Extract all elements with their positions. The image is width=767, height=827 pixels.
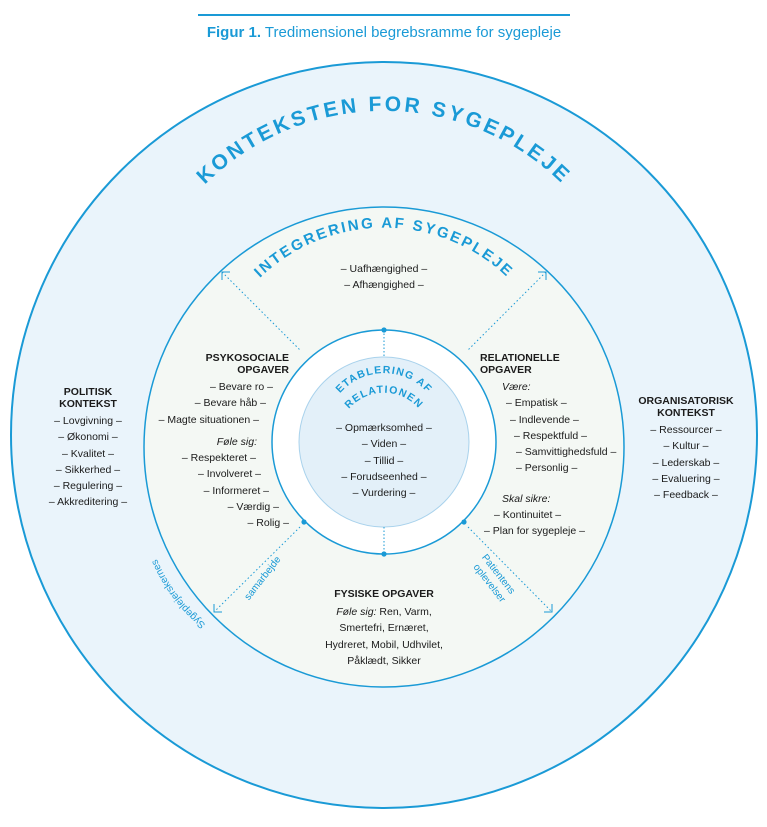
section-title: POLITISK <box>63 386 113 398</box>
list-item: – Involveret – <box>197 468 261 481</box>
list-item: – Ressourcer – <box>650 424 722 436</box>
list-item: – Rolig – <box>247 517 289 530</box>
list-item: – Plan for sygepleje – <box>484 525 585 538</box>
list-item: – Lovgivning – <box>54 415 122 427</box>
list-item: – Viden – <box>361 438 407 451</box>
list-item: – Lederskab – <box>652 456 720 469</box>
section-title: ORGANISATORISK <box>638 395 734 407</box>
list-item: – Empatisk – <box>506 397 567 410</box>
politisk-block: POLITISK KONTEKST – Lovgivning – – Økono… <box>28 386 148 511</box>
list-item: – Sikkerhed – <box>55 463 121 476</box>
list-item: – Personlig – <box>516 462 578 475</box>
list-item: – Akkreditering – <box>48 496 128 509</box>
list-item: – Bevare ro – <box>209 381 273 393</box>
section-title: KONTEKST <box>657 407 715 419</box>
list-item: – Feedback – <box>654 489 718 502</box>
arrowhead-top-left <box>221 271 230 280</box>
section-title: OPGAVER <box>237 364 289 376</box>
node-dot-left <box>301 519 307 525</box>
list-item: – Tillid – <box>364 454 404 467</box>
relationelle-block: RELATIONELLE OPGAVER Være: – Empatisk – … <box>480 352 650 540</box>
list-item: – Samvittighedsfuld – <box>516 446 617 459</box>
list-item: – Informeret – <box>203 484 269 497</box>
list-item: – Evaluering – <box>652 472 720 485</box>
subheading: Være: <box>502 381 531 393</box>
fysiske-line-2: Smertefri, Ernæret, <box>339 622 429 635</box>
core-items: – Opmærksomhed – – Viden – – Tillid – – … <box>314 420 454 501</box>
caption-title: Tredimensionel begrebsramme for sygeplej… <box>264 24 562 41</box>
arrowhead-bottom-right <box>544 604 553 613</box>
fysiske-line-1: Føle sig: Ren, Varm, <box>294 604 474 620</box>
node-dot-top <box>381 327 387 333</box>
list-item: – Indlevende – <box>510 413 579 426</box>
list-item: – Uafhængighed – <box>340 263 428 275</box>
fysiske-block: FYSISKE OPGAVER Føle sig: Ren, Varm, Sme… <box>294 588 474 669</box>
list-item: – Regulering – <box>53 480 123 493</box>
caption-label: Figur 1. <box>206 24 261 41</box>
section-title: KONTEKST <box>59 398 117 410</box>
list-item: – Værdig – <box>227 501 279 514</box>
arrowhead-top-right <box>538 271 547 280</box>
list-item: – Vurdering – <box>352 487 416 500</box>
list-item: – Afhængighed – <box>344 279 424 292</box>
list-item: – Kultur – <box>663 440 709 453</box>
list-item: – Respektfuld – <box>514 429 587 442</box>
psykosociale-block: PSYKOSOCIALE OPGAVER – Bevare ro – – Bev… <box>120 352 289 532</box>
figure-caption: Figur 1. Tredimensionel begrebsramme for… <box>198 14 570 41</box>
subheading: Skal sikre: <box>502 492 551 505</box>
list-item: – Respekteret – <box>181 452 256 465</box>
section-title: PSYKOSOCIALE <box>205 352 289 364</box>
list-item: – Forudseenhed – <box>341 470 427 483</box>
subheading: Føle sig: <box>336 606 377 618</box>
section-title: OPGAVER <box>480 364 532 376</box>
fysiske-line-1-text: Ren, Varm, <box>376 606 432 618</box>
section-title: FYSISKE OPGAVER <box>334 588 434 600</box>
list-item: – Kontinuitet – <box>494 509 562 522</box>
divider-bottom-left <box>213 526 301 613</box>
arrowhead-bottom-left <box>213 604 222 613</box>
organisatorisk-block: ORGANISATORISK KONTEKST – Ressourcer – –… <box>624 395 748 503</box>
fysiske-line-3: Hydreret, Mobil, Udhvilet, <box>325 638 443 651</box>
list-item: – Bevare håb – <box>194 397 266 410</box>
section-title: RELATIONELLE <box>480 352 560 364</box>
list-item: – Magte situationen – <box>158 413 259 426</box>
fysiske-line-4: Påklædt, Sikker <box>347 654 421 667</box>
list-item: – Opmærksomhed – <box>336 422 432 434</box>
subheading: Føle sig: <box>216 435 257 448</box>
list-item: – Økonomi – <box>58 431 118 444</box>
top-items: – Uafhængighed – – Afhængighed – <box>304 261 464 294</box>
list-item: – Kvalitet – <box>62 447 114 460</box>
node-dot-bottom <box>381 551 387 557</box>
node-dot-right <box>461 519 467 525</box>
